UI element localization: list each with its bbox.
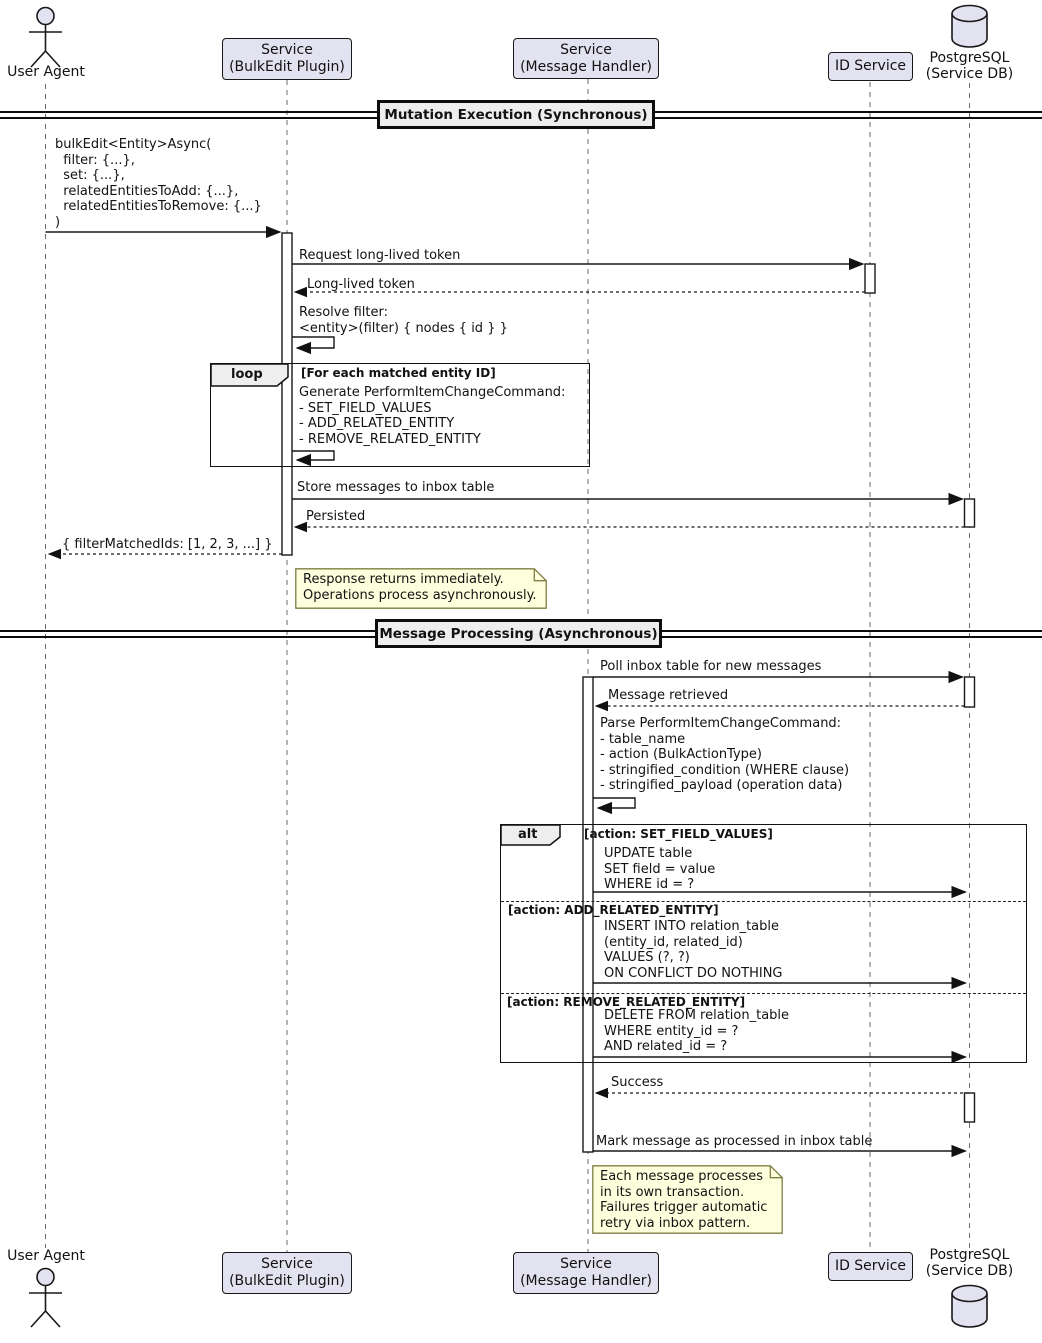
alt-section-divider bbox=[501, 901, 1026, 902]
call-arrows bbox=[45, 225, 967, 1158]
alt-frame-title-shape bbox=[500, 824, 561, 846]
lifelines bbox=[45, 79, 970, 1252]
message-store-messages: Store messages to inbox table bbox=[297, 480, 495, 495]
participant-id-service-bottom: ID Service bbox=[828, 1252, 913, 1281]
note-text: Each message processes in its own transa… bbox=[600, 1169, 768, 1231]
participant-bulkedit-top: Service (BulkEdit Plugin) bbox=[222, 38, 352, 80]
actor-icon-top bbox=[29, 6, 62, 68]
divider-mutation-execution: Mutation Execution (Synchronous) bbox=[377, 100, 655, 129]
database-icon-bottom bbox=[951, 1284, 988, 1328]
alt-guard-set-field-values: [action: SET_FIELD_VALUES] bbox=[584, 827, 773, 841]
participant-message-handler-top: Service (Message Handler) bbox=[513, 38, 659, 79]
loop-frame: loop bbox=[210, 363, 590, 467]
message-delete-sql: DELETE FROM relation_table WHERE entity_… bbox=[604, 1008, 790, 1054]
participant-user-agent-top: User Agent bbox=[7, 64, 85, 80]
participant-user-agent-bottom: User Agent bbox=[7, 1248, 85, 1264]
message-bulkedit-call: bulkEdit<Entity>Async( filter: {...}, se… bbox=[55, 137, 262, 230]
self-call-arrows bbox=[292, 336, 636, 815]
message-poll-inbox: Poll inbox table for new messages bbox=[600, 659, 822, 674]
note-shape bbox=[592, 1165, 783, 1234]
note-shape bbox=[295, 568, 547, 609]
alt-guard-add-related-entity: [action: ADD_RELATED_ENTITY] bbox=[508, 903, 719, 917]
participant-id-service-top: ID Service bbox=[828, 52, 913, 81]
message-success: Success bbox=[611, 1075, 664, 1090]
return-arrows bbox=[47, 286, 969, 1099]
note-async-response: Response returns immediately. Operations… bbox=[295, 568, 547, 609]
participant-postgres-top: PostgreSQL (Service DB) bbox=[925, 50, 1014, 82]
message-parse-command: Parse PerformItemChangeCommand: - table_… bbox=[600, 716, 850, 793]
loop-guard: [For each matched entity ID] bbox=[301, 366, 496, 380]
loop-frame-title-shape bbox=[210, 363, 289, 387]
message-insert-sql: INSERT INTO relation_table (entity_id, r… bbox=[604, 919, 783, 981]
loop-keyword: loop bbox=[231, 367, 263, 382]
message-persisted: Persisted bbox=[306, 509, 366, 524]
message-filter-matched-return: { filterMatchedIds: [1, 2, 3, ...] } bbox=[62, 537, 273, 552]
alt-guard-remove-related-entity: [action: REMOVE_RELATED_ENTITY] bbox=[507, 995, 746, 1009]
message-request-token: Request long-lived token bbox=[299, 248, 461, 263]
actor-icon-bottom bbox=[29, 1267, 62, 1328]
alt-section-divider bbox=[501, 993, 1026, 994]
message-generate-command: Generate PerformItemChangeCommand: - SET… bbox=[299, 385, 566, 447]
alt-frame: alt bbox=[500, 824, 1027, 1063]
message-retrieved: Message retrieved bbox=[608, 688, 729, 703]
message-token-return: Long-lived token bbox=[307, 277, 415, 292]
database-icon-top bbox=[951, 4, 988, 48]
activation-bars bbox=[281, 232, 976, 1153]
note-transaction: Each message processes in its own transa… bbox=[592, 1165, 783, 1234]
participant-postgres-bottom: PostgreSQL (Service DB) bbox=[925, 1247, 1014, 1279]
divider-message-processing: Message Processing (Asynchronous) bbox=[375, 619, 662, 648]
participant-message-handler-bottom: Service (Message Handler) bbox=[513, 1252, 659, 1294]
message-mark-processed: Mark message as processed in inbox table bbox=[596, 1134, 873, 1149]
message-resolve-filter: Resolve filter: <entity>(filter) { nodes… bbox=[299, 305, 508, 336]
message-update-sql: UPDATE table SET field = value WHERE id … bbox=[604, 846, 716, 892]
note-text: Response returns immediately. Operations… bbox=[303, 572, 537, 603]
participant-bulkedit-bottom: Service (BulkEdit Plugin) bbox=[222, 1252, 352, 1294]
alt-keyword: alt bbox=[518, 827, 538, 842]
